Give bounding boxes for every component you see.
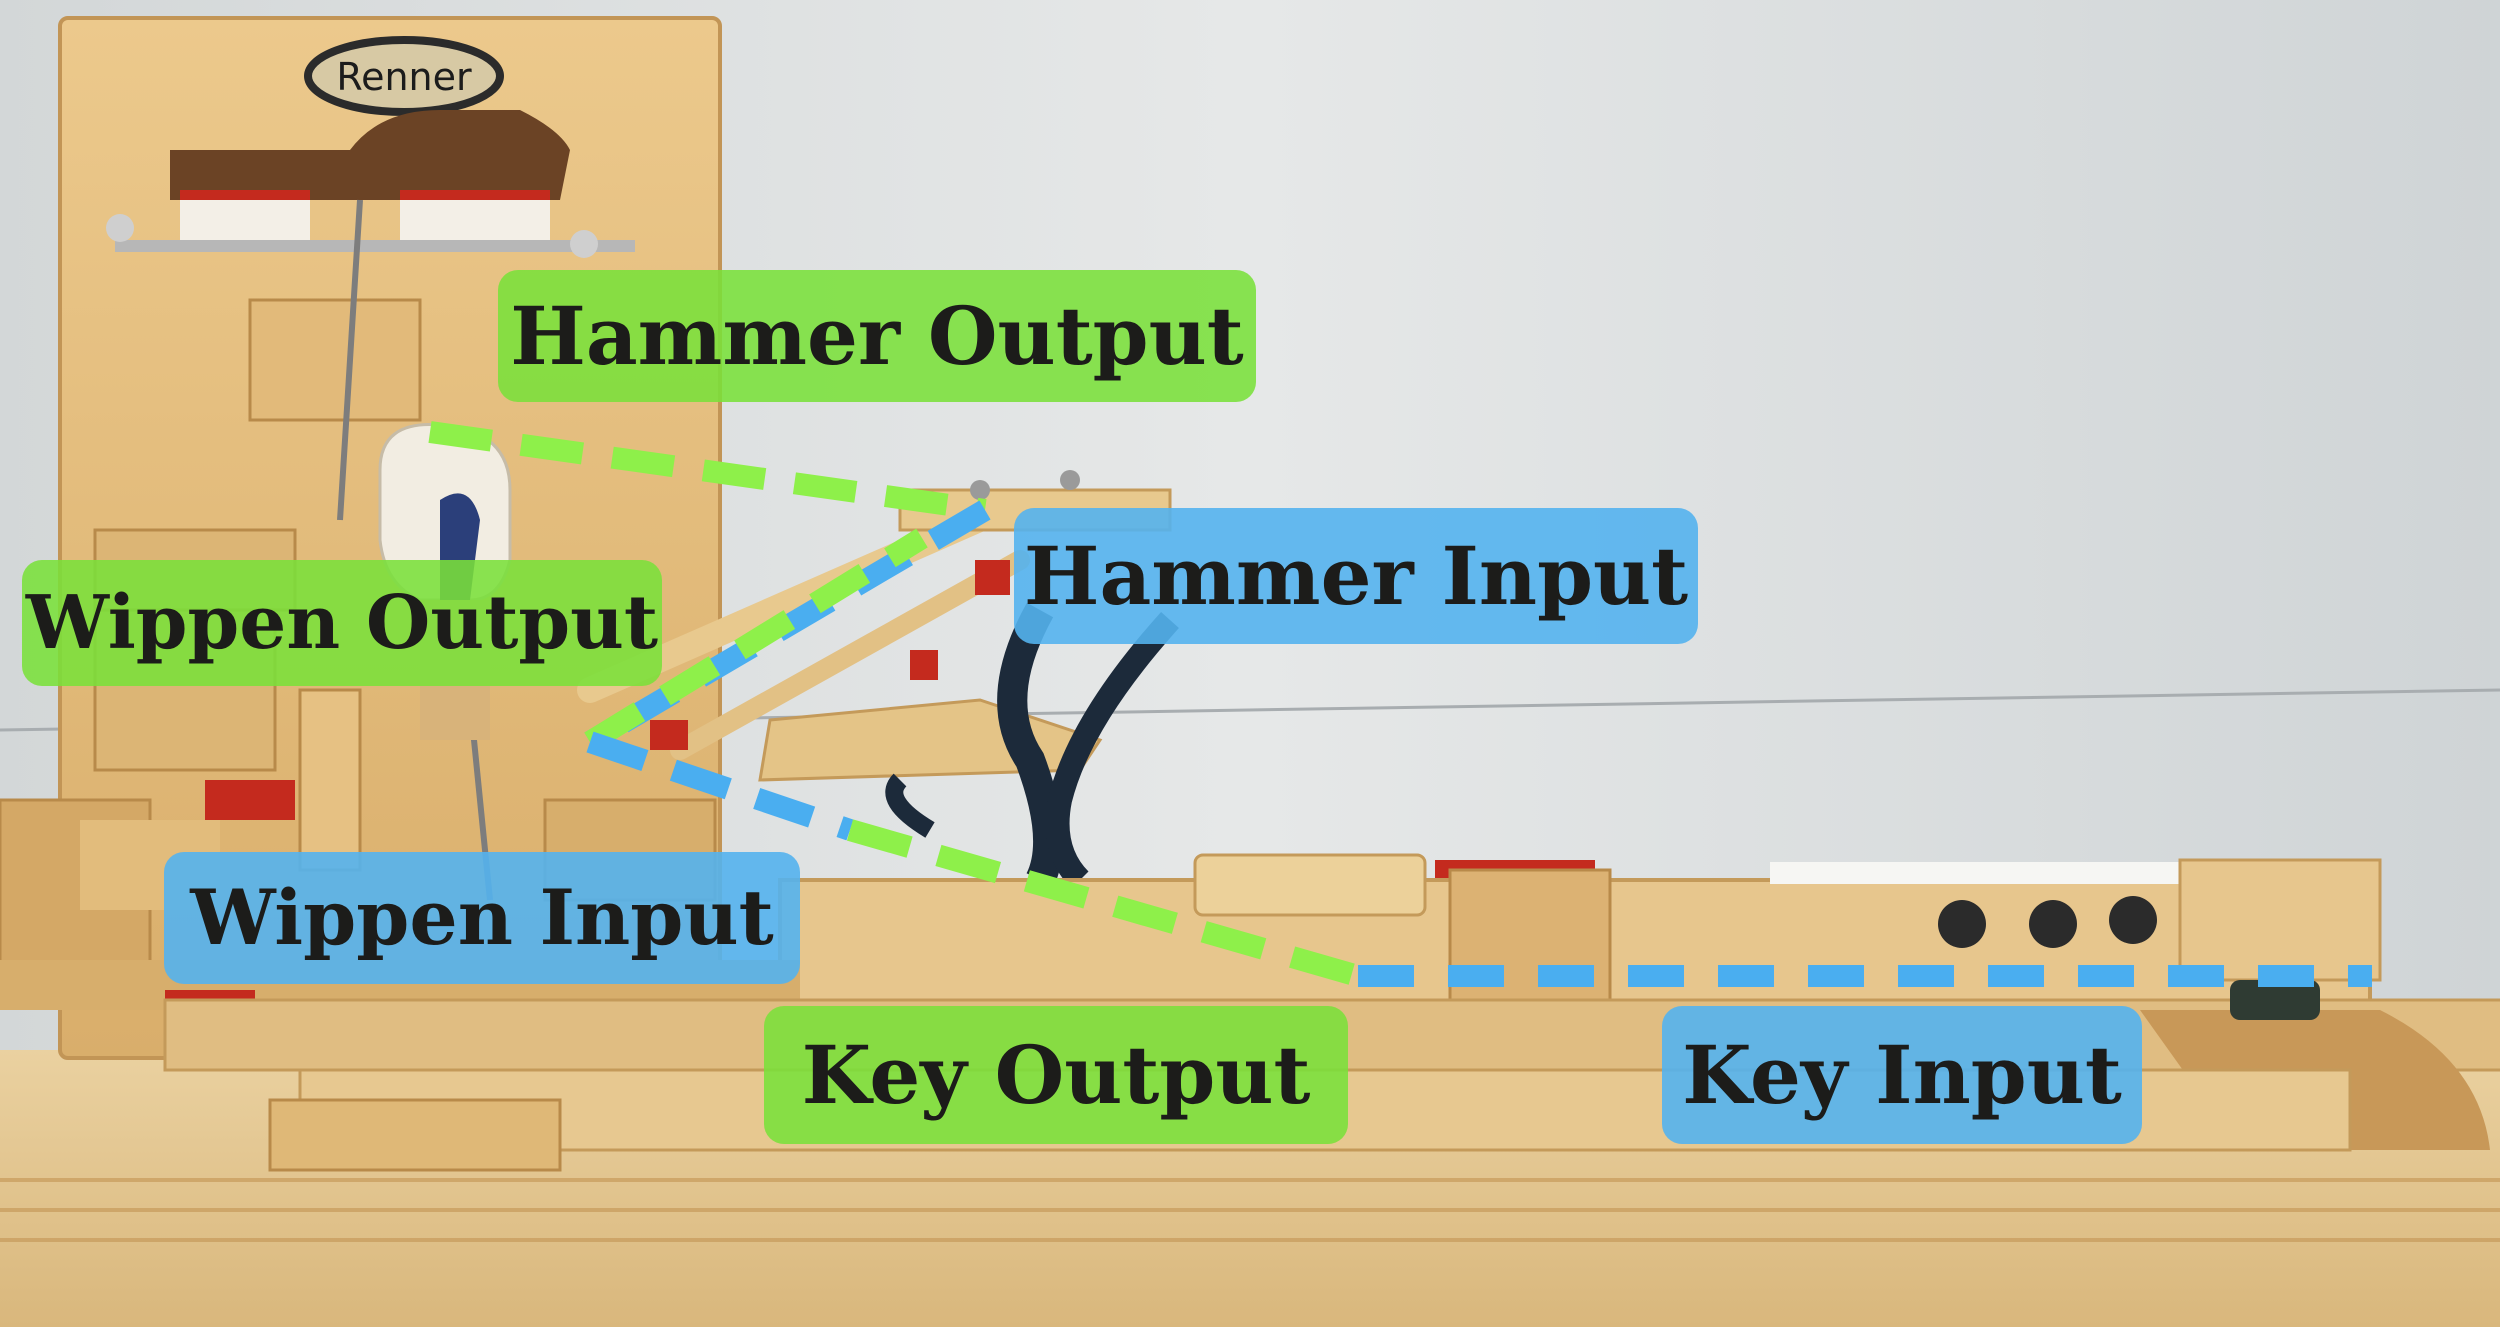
- renner-logo-text: Renner: [336, 55, 472, 99]
- hammer-input-label: Hammer Input: [1014, 508, 1698, 644]
- key-output-label: Key Output: [764, 1006, 1348, 1144]
- hammer-output-line: [428, 421, 987, 521]
- wippen-input-line: [586, 731, 854, 841]
- key-input-label: Key Input: [1662, 1006, 2142, 1144]
- wippen-input-label: Wippen Input: [164, 852, 800, 984]
- renner-logo: [304, 36, 504, 116]
- wippen-output-label: Wippen Output: [22, 560, 662, 686]
- guide-lines: [428, 421, 2372, 987]
- wippen-output-line: [584, 528, 928, 752]
- spring: [997, 602, 1063, 887]
- hammer-output-label: Hammer Output: [498, 270, 1256, 402]
